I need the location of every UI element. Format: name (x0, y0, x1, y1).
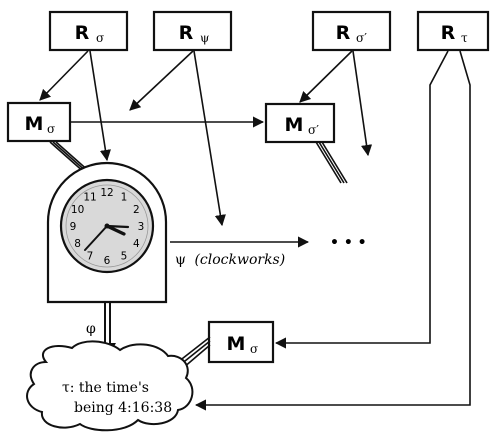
arrow-r-tau-to-cloud (194, 50, 471, 411)
clock-numeral: 4 (133, 238, 140, 250)
m-sigma-prime-sub: σ′ (308, 123, 319, 137)
arrow-r-psi-to-clockworks (193, 50, 226, 227)
clock-numeral: 6 (104, 255, 111, 267)
m-sigma-bottom-box: M σ (207, 320, 275, 364)
r-tau-main: R (441, 22, 456, 44)
r-psi-sub: ψ (200, 31, 209, 45)
m-sigma-top-sub: σ (47, 122, 55, 136)
cloud-shape (26, 340, 194, 432)
clock-numeral: 7 (87, 250, 94, 262)
r-sigma-prime-main: R (336, 22, 351, 44)
clock-minute-hand (105, 224, 130, 229)
arrow-r-sigma-prime-to-m-sigma-prime (299, 50, 353, 103)
phi-label: φ (86, 321, 96, 337)
clock-numeral: 5 (121, 250, 128, 262)
m-sigma-prime-box: M σ′ (264, 102, 336, 144)
r-sigma-main: R (75, 22, 90, 44)
cloud-line-1: τ: the time's (62, 380, 149, 396)
m-sigma-bottom-sub: σ (250, 342, 258, 356)
clock-numeral: 11 (83, 192, 96, 204)
r-tau-box: R τ (416, 10, 490, 52)
r-tau-sub: τ (461, 31, 468, 45)
clock-second-hand (84, 225, 108, 251)
clock-numeral: 2 (133, 204, 140, 216)
m-sigma-top-box: M σ (6, 101, 72, 143)
psi-label: ψ (clockworks) (175, 252, 285, 268)
m-sigma-bottom-main: M (227, 333, 246, 355)
r-psi-main: R (179, 22, 194, 44)
arrow-r-tau-to-m-sigma-bottom (274, 50, 449, 349)
arrow-r-sigma-prime-down (352, 50, 373, 157)
cloud-line-2: being 4:16:38 (74, 400, 172, 416)
clock-numeral: 12 (100, 187, 113, 199)
clock-numeral: 3 (138, 221, 145, 233)
wire-m-sigma-prime (315, 141, 348, 184)
r-sigma-sub: σ (96, 31, 104, 45)
m-sigma-prime-main: M (285, 114, 304, 136)
m-sigma-top-main: M (25, 113, 44, 135)
ellipsis: • • • (330, 235, 367, 251)
r-psi-box: R ψ (152, 10, 233, 52)
r-sigma-prime-sub: σ′ (356, 31, 367, 45)
clock-numeral: 10 (71, 204, 84, 216)
arrow-r-sigma-to-clock (89, 50, 111, 162)
clock-numeral: 8 (74, 238, 81, 250)
arrow-r-sigma-to-m-sigma (39, 50, 89, 101)
clock-numeral: 1 (121, 192, 128, 204)
arrow-r-psi-to-m-sigma (129, 50, 194, 111)
r-sigma-box: R σ (48, 10, 129, 52)
clock-numeral: 9 (70, 221, 77, 233)
r-sigma-prime-box: R σ′ (311, 10, 392, 52)
clock-hour-hand (105, 224, 126, 236)
